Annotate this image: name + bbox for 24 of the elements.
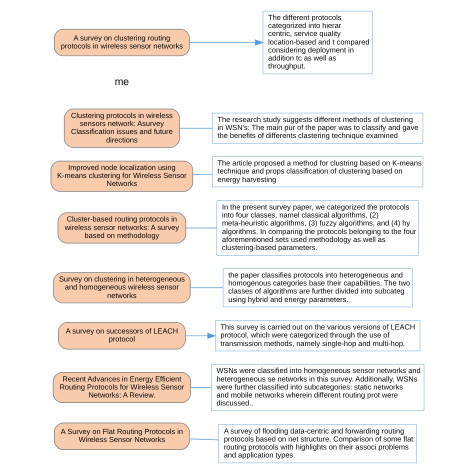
node-box: Cluster-based routing protocols in wireless sensor networks: A survey based on methodology <box>57 212 186 244</box>
node-box: This survey is carried out on the various versions of LEACH protocol, which were categorized through the use of transmission methods, namely single-hop and multi-hop. <box>214 320 420 352</box>
connector <box>192 174 212 175</box>
label: me <box>114 77 129 88</box>
connector <box>188 438 218 440</box>
node-box: In the present survey paper, we categorized the protocols into four classes, namel classical algorithms, (2) meta-heuristic algorithms, (3) fuzzy algorithms, and (4) hy algorithms. In comparing the protocols belonging to the four aforementioned sets used methodology as well as clustering-based parameters. <box>216 200 418 256</box>
node-box: The different protocols categorized into hierar centric, service quality location-based and t compared considering deployment in addition tc as well as throughput. <box>262 10 372 74</box>
connector <box>178 128 212 129</box>
node-box: The research study suggests different methods of clustering in WSN's: The main pur of the paper was to classify and gave the benefits of differents clastering technique examined <box>212 112 423 144</box>
arrow <box>188 39 264 46</box>
node-box: The article proposed a method for clustring based on K-means technique and props classification of clustering based on energy harvesting <box>212 156 423 188</box>
node-box: A survey on clustering routing protocols in wireless sensor networks <box>53 28 190 56</box>
connector <box>190 387 211 388</box>
node-box: Recent Advances in Energy Efficient Routing Protocols for Wireless Sensor Networks: A Review. <box>52 372 190 404</box>
node-box: A Survey on Flat Routing Protocols in Wireless Sensor Networks <box>53 422 190 450</box>
node-box: WSNs were classified into homogeneous sensor networks and heterogeneous se networks in this survey. Additionally, WSNs were further classified into subcategories: static networks and mobile networks wherein different routing prot were discussed.. <box>210 364 424 412</box>
node-box: A survey of flooding data-centric and forwarding routing protocols based on net structure. Comparison of some flat routing protocols with highlights on their associ problems and application types. <box>218 424 416 464</box>
node-box: A survey on successors of LEACH protocol <box>57 322 186 350</box>
arrow <box>184 332 216 339</box>
node-box: Improved node localization using K-means clustering for Wireless Sensor Networks <box>50 160 193 192</box>
connector <box>189 287 223 288</box>
node-box: the paper classifies protocols into heterogeneous and homogenous categories base their capabilities. The two classes of algorithms are further divided into subcateg using hybrid and energy parameters. <box>222 268 412 308</box>
node-box: Survey on clustering in heterogeneous and homogeneous wireless sensor networks <box>52 272 190 304</box>
node-box: Clustering protocols in wireless sensors network: Asurvey Classification issues and future directions <box>63 108 180 148</box>
